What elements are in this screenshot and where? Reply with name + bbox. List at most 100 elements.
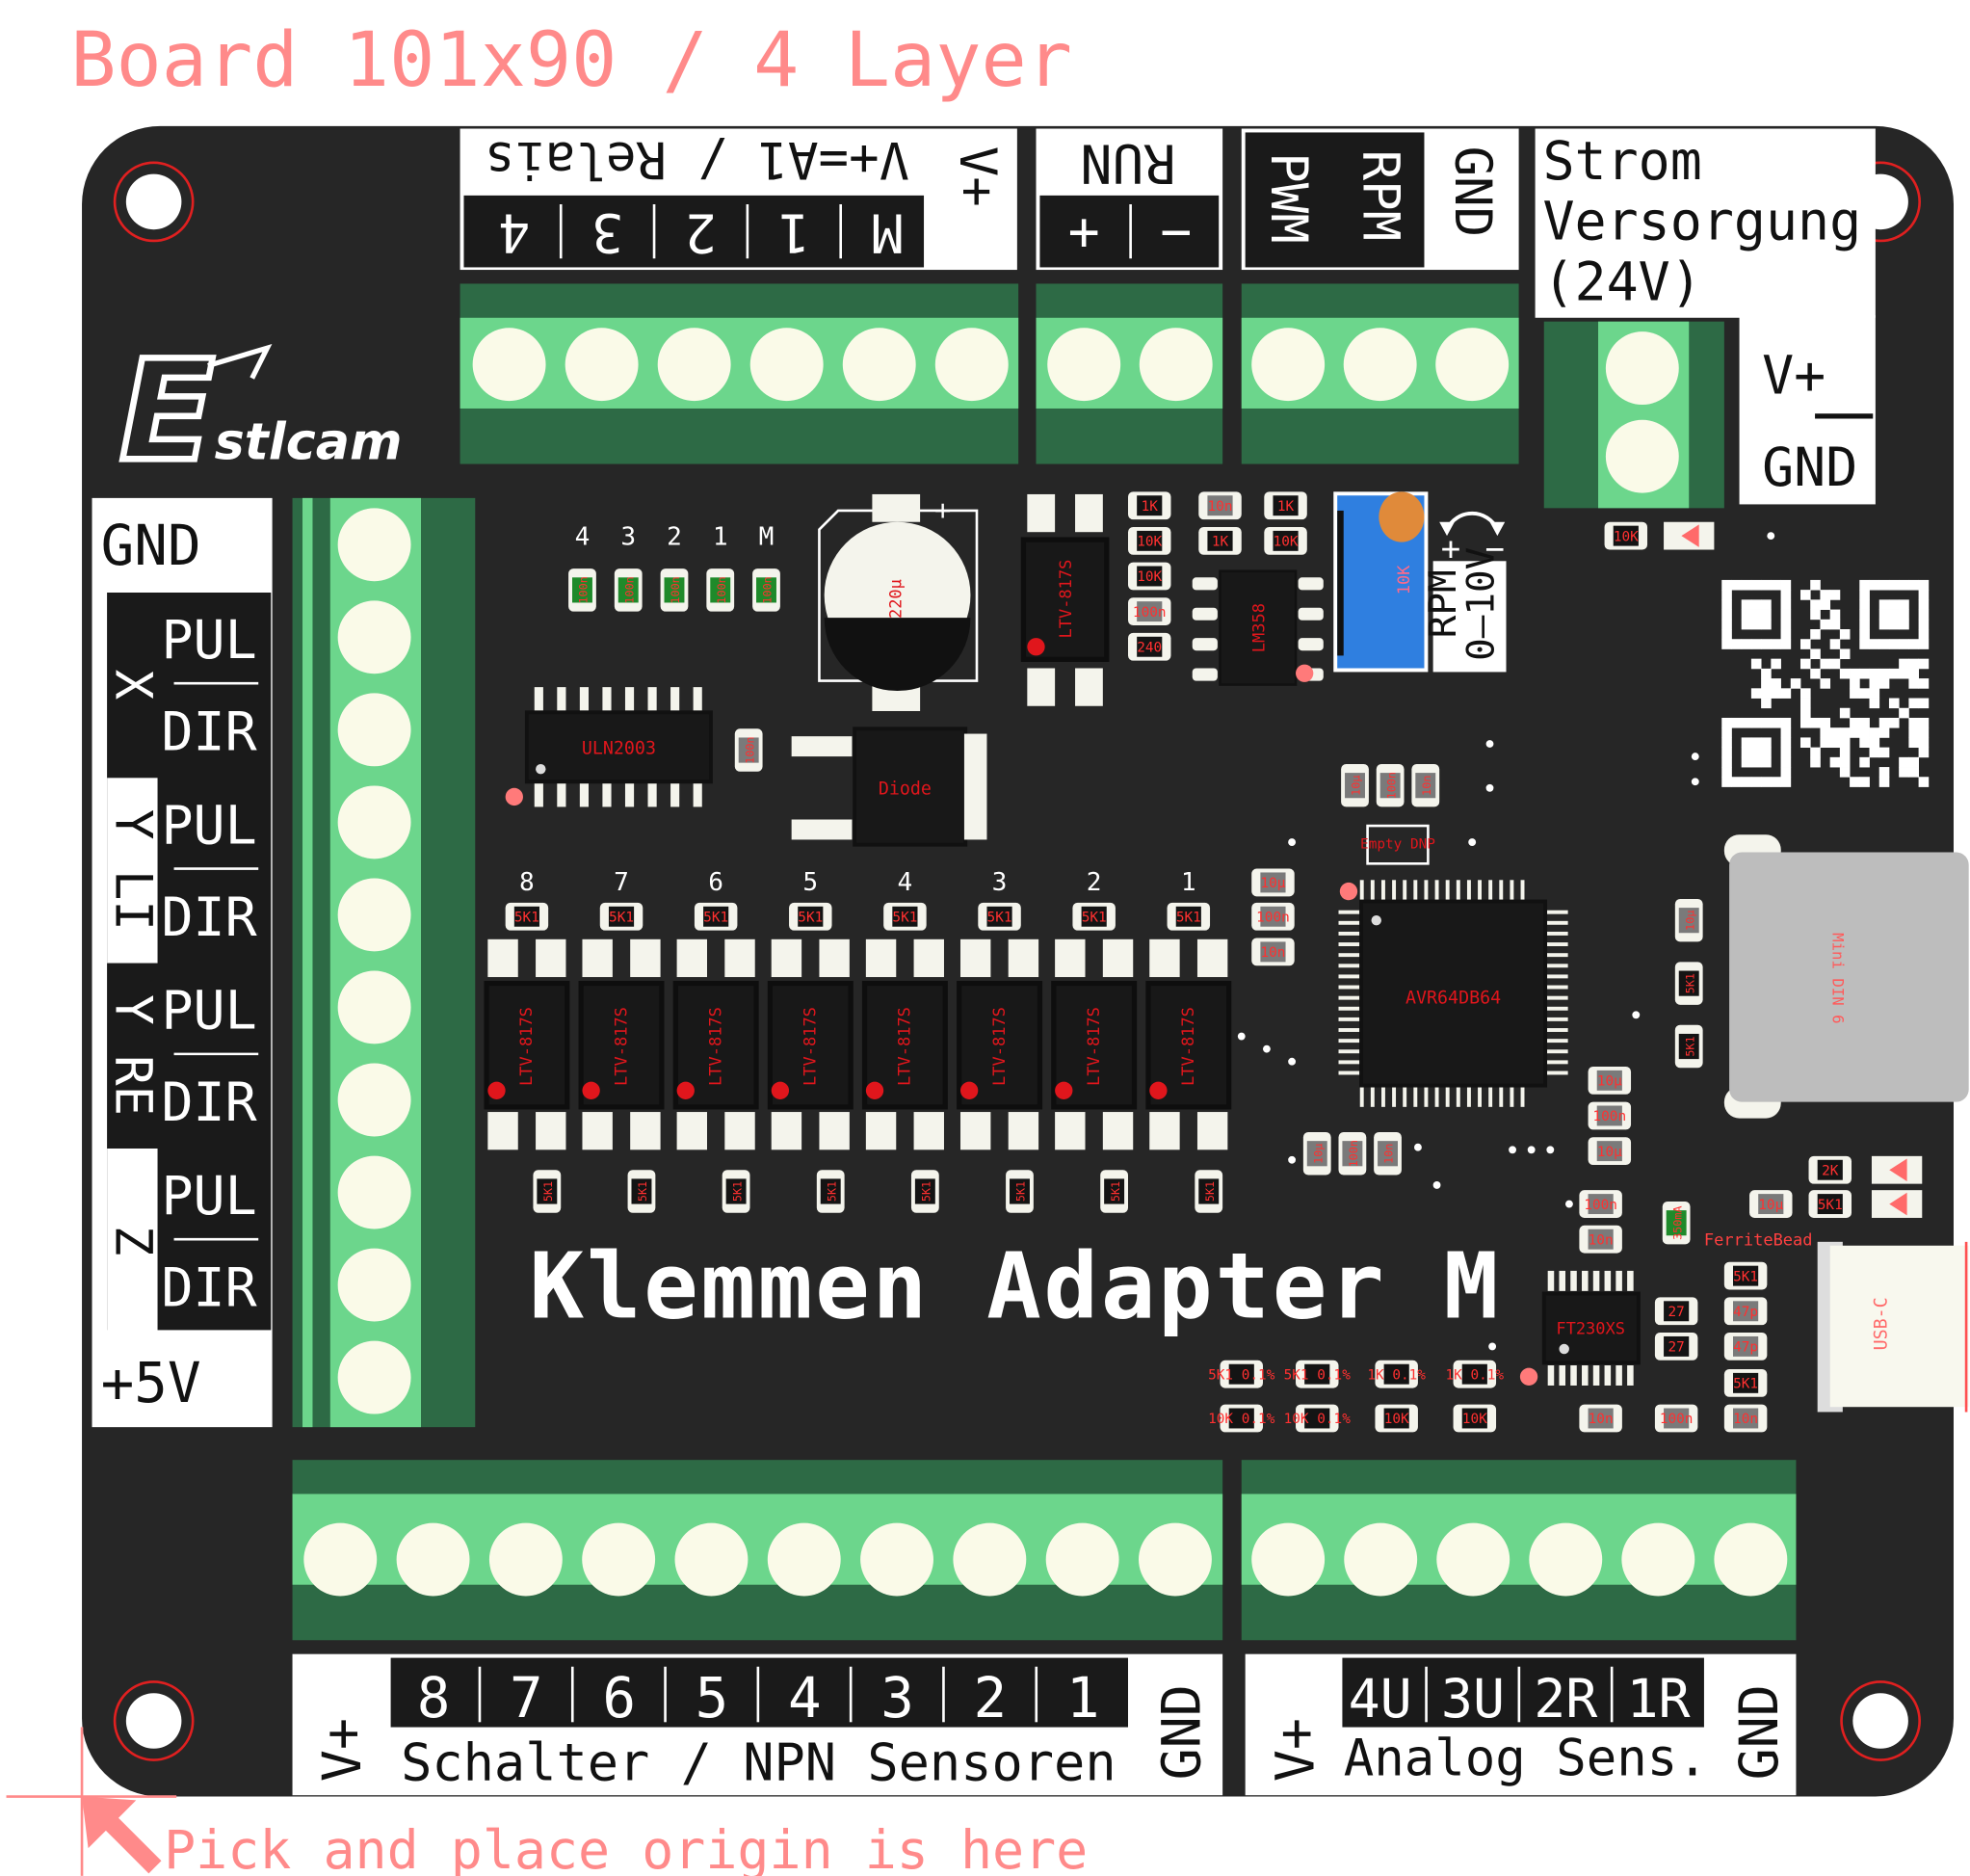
terminal-screw[interactable] — [1045, 1522, 1119, 1597]
body — [572, 577, 592, 603]
qr-code[interactable] — [1721, 579, 1930, 787]
opto-channel-label: 4 — [898, 868, 913, 897]
switch-number: 1 — [1066, 1666, 1100, 1731]
terminal-screw[interactable] — [337, 508, 411, 582]
qr-module — [1878, 668, 1890, 679]
terminal-screw[interactable] — [337, 1248, 411, 1322]
terminal-screw[interactable] — [1343, 328, 1417, 402]
run-label-box: RUN + − — [1036, 128, 1223, 271]
pin — [1545, 953, 1568, 958]
terminal-screw[interactable] — [1605, 419, 1679, 493]
terminal-screw[interactable] — [565, 328, 639, 402]
terminal-screw[interactable] — [1621, 1522, 1695, 1597]
terminal-screw[interactable] — [1139, 328, 1213, 402]
qr-module — [1839, 756, 1851, 768]
pin — [1192, 577, 1218, 591]
terminal-screw[interactable] — [1047, 328, 1121, 402]
rpm-label: RPM — [1352, 150, 1410, 242]
qr-module — [1918, 619, 1930, 630]
pin — [1456, 1084, 1460, 1107]
terminal-screw[interactable] — [582, 1522, 656, 1597]
terminal-screw[interactable] — [337, 785, 411, 859]
terminal-screw[interactable] — [1435, 328, 1510, 402]
terminal-screw[interactable] — [337, 1063, 411, 1137]
via — [1468, 838, 1477, 846]
body — [1378, 1141, 1398, 1167]
terminal-screw[interactable] — [337, 693, 411, 767]
terminal-screw[interactable] — [303, 1522, 378, 1597]
pin — [1520, 1084, 1525, 1107]
pwm-label: PWM — [1259, 152, 1318, 244]
qr-module — [1869, 668, 1880, 679]
via — [1288, 1057, 1297, 1066]
pad — [819, 938, 850, 978]
qr-module — [1908, 658, 1919, 670]
body — [756, 577, 776, 603]
terminal-screw[interactable] — [767, 1522, 841, 1597]
terminal-screw[interactable] — [472, 328, 546, 402]
terminal-screw[interactable] — [842, 328, 916, 402]
terminal-screw[interactable] — [1605, 331, 1679, 406]
qr-module — [1761, 747, 1772, 758]
pad — [1149, 1112, 1180, 1150]
qr-module — [1750, 777, 1762, 787]
body — [1137, 530, 1163, 551]
pad — [1196, 938, 1228, 978]
pick-place-origin-marker: Pick and place origin is here — [6, 1727, 1088, 1876]
pin — [1338, 1070, 1362, 1075]
smd-part: 1K 0.1% — [1446, 1360, 1504, 1388]
terminal-screw[interactable] — [337, 1340, 411, 1414]
body — [1613, 525, 1639, 546]
smd-part: 5K1 0.1% — [1208, 1360, 1275, 1388]
pin — [1338, 1039, 1362, 1044]
terminal-screw[interactable] — [337, 878, 411, 952]
qr-module — [1731, 639, 1743, 649]
qr-module — [1899, 619, 1909, 630]
part-value: 5K1 0.1% — [1208, 1367, 1275, 1383]
terminal-screw[interactable] — [1436, 1522, 1510, 1597]
part-value: 10n — [1589, 1232, 1614, 1248]
terminal-screw[interactable] — [1138, 1522, 1212, 1597]
terminal-screw[interactable] — [749, 328, 824, 402]
part-value: 5K1 — [1203, 1181, 1217, 1202]
terminal-screw[interactable] — [337, 970, 411, 1044]
qr-module — [1721, 717, 1732, 728]
pin — [1545, 964, 1568, 968]
terminal-screw[interactable] — [860, 1522, 933, 1597]
terminal-screw[interactable] — [934, 328, 1009, 402]
potentiometer[interactable]: 10K + − RPM 0–10V — [1333, 491, 1507, 673]
qr-module — [1918, 747, 1930, 758]
terminal-screw[interactable] — [337, 600, 411, 674]
qr-module — [1721, 756, 1732, 768]
via — [1237, 1032, 1246, 1041]
terminal-screw[interactable] — [396, 1522, 470, 1597]
logo-initial: E — [119, 330, 214, 491]
cap-row-label: M — [759, 522, 775, 551]
terminal-band — [460, 317, 1019, 409]
axis-name: Y LI — [103, 809, 162, 931]
qr-module — [1899, 767, 1909, 778]
part-value: 100n — [1256, 910, 1290, 925]
terminal-screw[interactable] — [337, 1155, 411, 1229]
body — [1304, 1408, 1330, 1429]
qr-module — [1908, 737, 1919, 749]
qr-module — [1741, 756, 1752, 768]
qr-module — [1750, 747, 1762, 758]
terminal-screw[interactable] — [488, 1522, 563, 1597]
qr-module — [1771, 658, 1781, 670]
terminal-screw[interactable] — [1714, 1522, 1788, 1597]
pad — [771, 938, 802, 978]
mini-din-connector[interactable]: Mini DIN 6 — [1723, 834, 1969, 1119]
usb-c-connector[interactable]: USB-C — [1817, 1241, 1969, 1413]
terminal-screw[interactable] — [1529, 1522, 1603, 1597]
qr-module — [1829, 658, 1841, 670]
terminal-screw[interactable] — [1251, 328, 1326, 402]
qr-module — [1878, 619, 1890, 630]
terminal-screw[interactable] — [1344, 1522, 1418, 1597]
terminal-screw[interactable] — [1251, 1522, 1326, 1597]
terminal-screw[interactable] — [674, 1522, 749, 1597]
terminal-screw[interactable] — [657, 328, 731, 402]
smd-part: 5K1 — [816, 1170, 845, 1213]
smd-part: 5K1 — [1723, 1261, 1768, 1290]
terminal-screw[interactable] — [953, 1522, 1027, 1597]
